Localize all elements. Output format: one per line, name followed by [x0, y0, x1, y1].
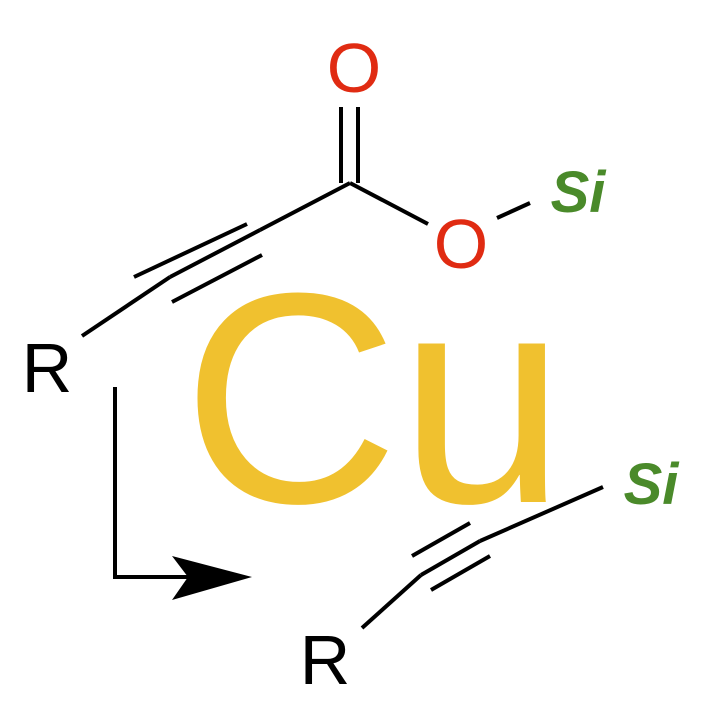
reactant-silyl-label: Si — [551, 160, 608, 225]
copper-label: Cu — [182, 230, 566, 566]
ester-c-o-bond — [349, 181, 429, 226]
product-alkyne-triple-bond-upper — [411, 521, 471, 558]
alkyne-triple-bond-lower — [171, 253, 263, 304]
carbonyl-oxygen-label: O — [327, 29, 381, 107]
carbonyl-alkyne-bond — [259, 181, 351, 232]
reaction-arrow-head — [172, 556, 252, 600]
reactant-r-label: R — [22, 329, 73, 407]
reaction-arrow-shaft — [113, 387, 190, 579]
ester-oxygen-label: O — [434, 205, 488, 283]
reactant-molecule: O O Si R — [22, 29, 608, 407]
alkyne-triple-bond-upper — [133, 222, 248, 279]
alkyne-triple-bond-center — [169, 228, 261, 279]
product-silyl-label: Si — [624, 452, 681, 517]
product-molecule: Si R — [300, 452, 681, 699]
product-si-alkyne-bond — [479, 485, 604, 543]
o-si-bond — [496, 201, 531, 220]
product-r-label: R — [300, 621, 351, 699]
r-alkyne-bond — [80, 275, 172, 338]
reaction-arrow — [113, 387, 252, 600]
product-alkyne-triple-bond-center — [420, 539, 481, 577]
product-alkyne-triple-bond-lower — [430, 554, 491, 592]
product-r-alkyne-bond — [360, 573, 423, 630]
